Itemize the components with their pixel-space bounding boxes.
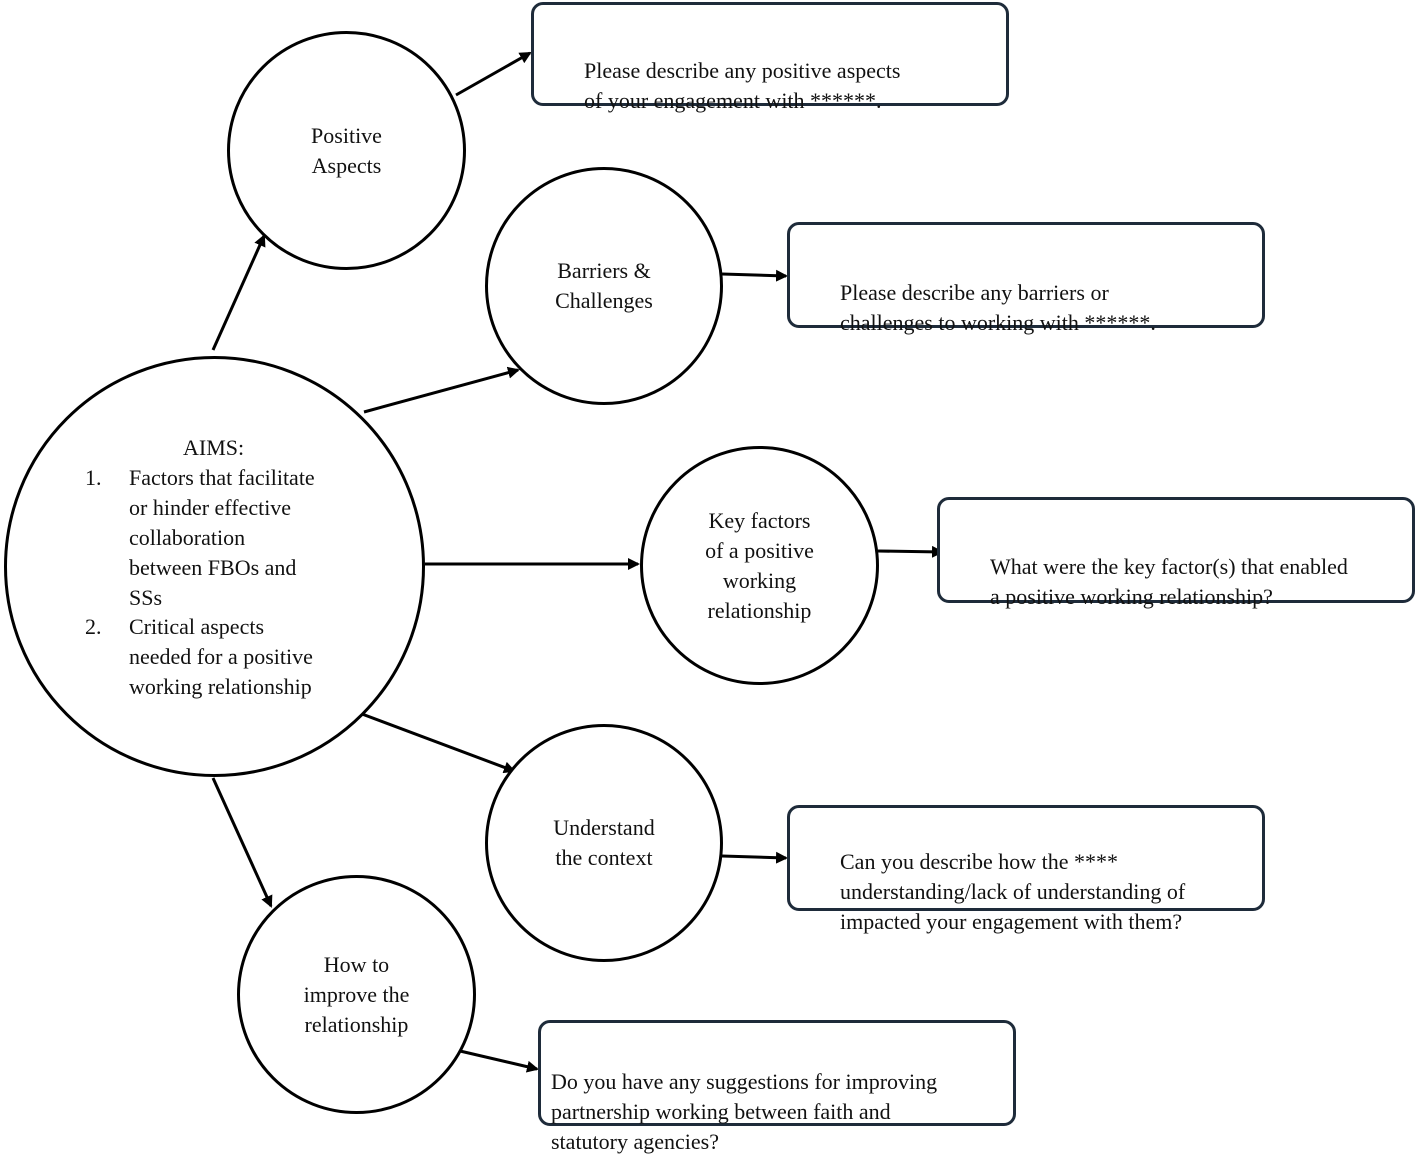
- connector-layer: [211, 51, 944, 1073]
- theme-label: Key factors of a positive working relati…: [705, 507, 814, 623]
- theme-circle-key-factors: Key factors of a positive working relati…: [640, 446, 879, 685]
- theme-label: Positive Aspects: [311, 122, 382, 178]
- aims-circle: AIMS: 1. Factors that facilitate or hind…: [4, 356, 425, 777]
- arrow-improve-to-question: [459, 1049, 539, 1073]
- question-box-key-factors: What were the key factor(s) that enabled…: [937, 497, 1415, 609]
- arrow-aims-to-positive: [211, 234, 266, 351]
- question-box-improve: Do you have any suggestions for improvin…: [538, 1020, 1016, 1154]
- theme-circle-barriers: Barriers & Challenges: [485, 167, 723, 405]
- arrow-key-factors-to-question: [877, 545, 944, 558]
- aims-item-text: Critical aspects needed for a positive w…: [129, 614, 313, 699]
- question-box-context: Can you describe how the **** understand…: [787, 805, 1265, 934]
- arrow-aims-to-context: [361, 712, 516, 774]
- question-text: Please describe any barriers or challeng…: [840, 280, 1156, 335]
- theme-label: Understand the context: [553, 815, 655, 870]
- arrow-context-to-question: [721, 851, 788, 864]
- aims-item-number: 1.: [85, 465, 102, 490]
- theme-circle-improve: How to improve the relationship: [237, 875, 476, 1114]
- question-box-positive: Please describe any positive aspects of …: [531, 2, 1009, 113]
- arrow-positive-to-question: [455, 51, 532, 97]
- theme-label: How to improve the relationship: [303, 951, 410, 1037]
- arrow-barriers-to-question: [721, 269, 788, 282]
- aims-item-text: Factors that facilitate or hinder effect…: [129, 465, 315, 610]
- question-text: Can you describe how the **** understand…: [840, 849, 1186, 934]
- theme-label: Barriers & Challenges: [555, 258, 653, 313]
- question-text: Please describe any positive aspects of …: [584, 58, 901, 113]
- diagram-canvas: AIMS: 1. Factors that facilitate or hind…: [4, 2, 1415, 1154]
- question-box-barriers: Please describe any barriers or challeng…: [787, 222, 1265, 335]
- aims-title: AIMS:: [183, 435, 245, 460]
- theme-circle-context: Understand the context: [485, 724, 723, 962]
- arrow-aims-to-barriers: [363, 366, 520, 414]
- theme-circle-positive: Positive Aspects: [227, 31, 466, 270]
- aims-item-number: 2.: [85, 614, 102, 639]
- question-text: Do you have any suggestions for improvin…: [551, 1069, 938, 1154]
- question-text: What were the key factor(s) that enabled…: [990, 554, 1348, 609]
- arrow-aims-to-improve: [211, 777, 273, 908]
